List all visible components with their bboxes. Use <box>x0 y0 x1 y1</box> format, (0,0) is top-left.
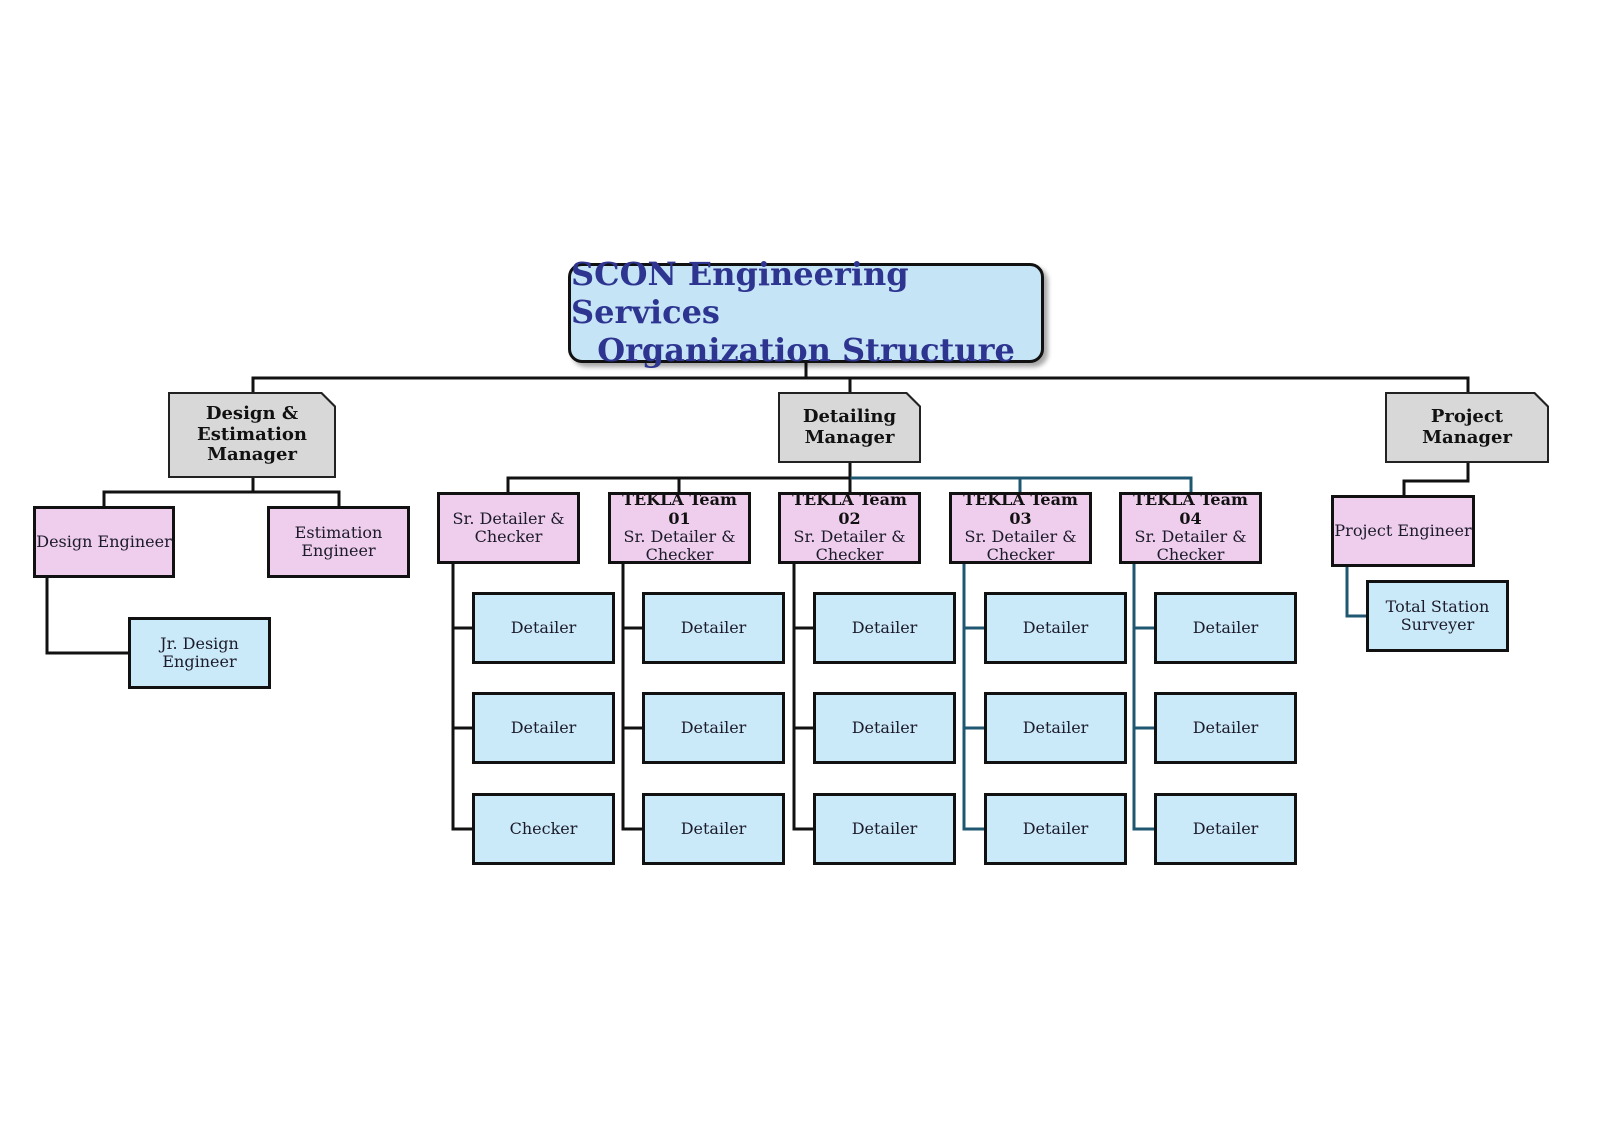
estimation-engineer-node[interactable]: Estimation Engineer <box>267 506 410 578</box>
node-label: Detailer <box>510 717 577 737</box>
team-member-node[interactable]: Detailer <box>1154 692 1297 764</box>
node-label: Checker <box>645 545 714 565</box>
connector-team-0 <box>451 561 475 831</box>
team-member-node[interactable]: Detailer <box>642 692 785 764</box>
node-label: Project Manager <box>1422 405 1512 448</box>
node-label: Detailer <box>1192 717 1259 737</box>
team-name-label: TEKLA Team 04 <box>1133 490 1248 528</box>
node-label: Checker <box>986 545 1055 565</box>
team-member-node[interactable]: Detailer <box>813 692 956 764</box>
connector-jr-design <box>45 575 131 655</box>
node-label: Detailer <box>851 617 918 637</box>
node-label: Project Engineer <box>1334 520 1472 540</box>
node-label: Estimation <box>197 423 307 445</box>
node-label: Detailer <box>1022 717 1089 737</box>
node-label: Detailing <box>802 405 897 427</box>
team-member-node[interactable]: Detailer <box>813 592 956 664</box>
title-line-2: Organization Structure <box>597 330 1015 369</box>
node-label: Manager <box>804 426 895 448</box>
node-label: Detailer <box>680 617 747 637</box>
team-member-node[interactable]: Detailer <box>984 692 1127 764</box>
team-member-node[interactable]: Detailer <box>1154 592 1297 664</box>
node-label: Jr. Design <box>160 633 239 653</box>
connector-team-4 <box>1132 561 1157 831</box>
team-member-node[interactable]: Detailer <box>472 592 615 664</box>
team-name-label: TEKLA Team 03 <box>963 490 1078 528</box>
connector-surveyor <box>1345 564 1369 618</box>
connector-project-engineer <box>1402 460 1470 498</box>
total-station-surveyor-node[interactable]: Total Station Surveyer <box>1366 580 1509 652</box>
project-manager-node[interactable]: Project Manager <box>1385 392 1549 463</box>
node-label: Engineer <box>162 652 237 671</box>
node-label: Sr. Detailer & <box>1134 527 1247 546</box>
node-label: Estimation <box>294 522 383 542</box>
node-label: Engineer <box>301 541 376 560</box>
connector-detailing-bus-teal <box>850 476 1193 495</box>
node-label: Sr. Detailer & <box>964 527 1077 546</box>
connector-detailing-bus <box>506 460 852 495</box>
team-member-node[interactable]: Detailer <box>984 592 1127 664</box>
node-label: Sr. Detailer & <box>623 527 736 546</box>
node-label: Detailer <box>680 818 747 838</box>
node-label: Total Station <box>1385 596 1490 616</box>
node-label: Detailer <box>680 717 747 737</box>
node-label: Checker <box>1156 545 1225 565</box>
team-member-node[interactable]: Detailer <box>984 793 1127 865</box>
team-name-label: TEKLA Team 01 <box>622 490 737 528</box>
design-engineer-node[interactable]: Design Engineer <box>33 506 175 578</box>
team-member-node[interactable]: Checker <box>472 793 615 865</box>
node-label: Detailer <box>1022 617 1089 637</box>
chart-title: SCON Engineering Services Organization S… <box>568 256 1044 369</box>
detailing-manager-node[interactable]: Detailing Manager <box>778 392 921 463</box>
team-member-node[interactable]: Detailer <box>642 793 785 865</box>
title-line-1: SCON Engineering Services <box>571 255 909 332</box>
node-label: Detailer <box>1022 818 1089 838</box>
node-label: Design Engineer <box>36 531 172 551</box>
project-engineer-node[interactable]: Project Engineer <box>1331 495 1475 567</box>
connector-design-children <box>102 475 341 509</box>
node-label: Sr. Detailer & <box>452 508 565 528</box>
team-member-node[interactable]: Detailer <box>1154 793 1297 865</box>
node-label: Detailer <box>851 818 918 838</box>
node-label: Detailer <box>1192 617 1259 637</box>
node-label: Design & <box>205 402 299 424</box>
node-label: Detailer <box>510 617 577 637</box>
connector-team-3 <box>962 561 986 831</box>
node-label: Checker <box>509 818 578 838</box>
node-label: Checker <box>815 545 884 565</box>
node-label: Detailer <box>851 717 918 737</box>
node-label: Manager <box>207 444 297 466</box>
team-member-node[interactable]: Detailer <box>642 592 785 664</box>
team-member-node[interactable]: Detailer <box>472 692 615 764</box>
node-label: Surveyer <box>1400 615 1475 634</box>
connector-team-2 <box>792 561 816 831</box>
team-member-node[interactable]: Detailer <box>813 793 956 865</box>
team-name-label: TEKLA Team 02 <box>792 490 907 528</box>
node-label: Checker <box>474 527 543 546</box>
design-estimation-manager-node[interactable]: Design & Estimation Manager <box>168 392 336 478</box>
connector-team-1 <box>621 561 645 831</box>
node-label: Sr. Detailer & <box>793 527 906 546</box>
node-label: Detailer <box>1192 818 1259 838</box>
jr-design-engineer-node[interactable]: Jr. Design Engineer <box>128 617 271 689</box>
team-lead-node[interactable]: Sr. Detailer &Checker <box>437 492 580 564</box>
